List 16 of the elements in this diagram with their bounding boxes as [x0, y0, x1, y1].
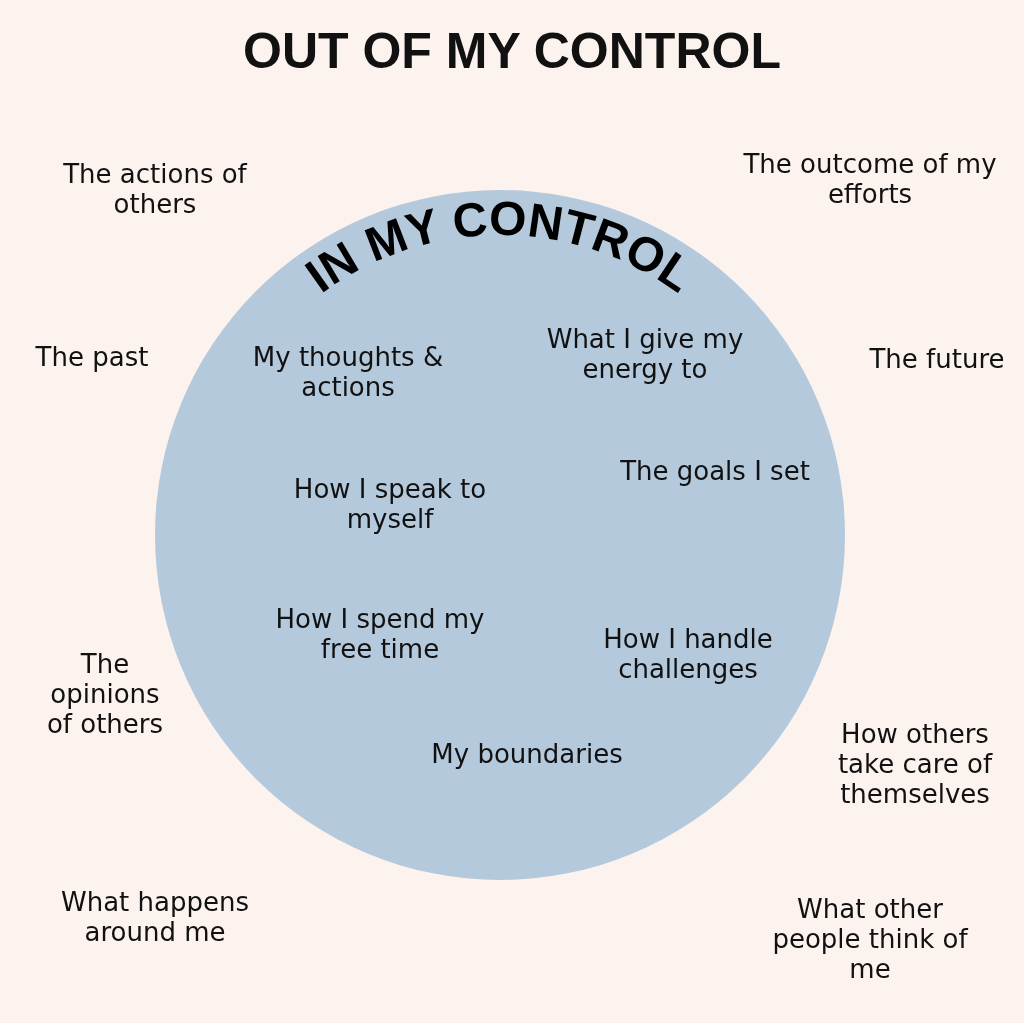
item-text: How I spend my free time — [274, 605, 486, 665]
outside-text: The past — [34, 343, 150, 373]
item-text: My boundaries — [430, 740, 624, 770]
outside-text: What other people think of me — [771, 895, 970, 985]
item-text: What I give my energy to — [545, 325, 745, 385]
outside-text: How others take care of themselves — [836, 720, 994, 810]
outside-text: The future — [868, 345, 1006, 375]
item-text: The goals I set — [619, 457, 811, 487]
item-text: My thoughts & actions — [251, 343, 445, 403]
outside-text: What happens around me — [60, 888, 250, 948]
title: OUT OF MY CONTROL — [242, 22, 782, 80]
item-text: How I speak to myself — [292, 475, 488, 535]
outside-text: The outcome of my efforts — [742, 150, 998, 210]
outside-text: The opinions of others — [45, 650, 165, 740]
item-text: How I handle challenges — [602, 625, 774, 685]
outside-text: The actions of others — [62, 160, 249, 220]
